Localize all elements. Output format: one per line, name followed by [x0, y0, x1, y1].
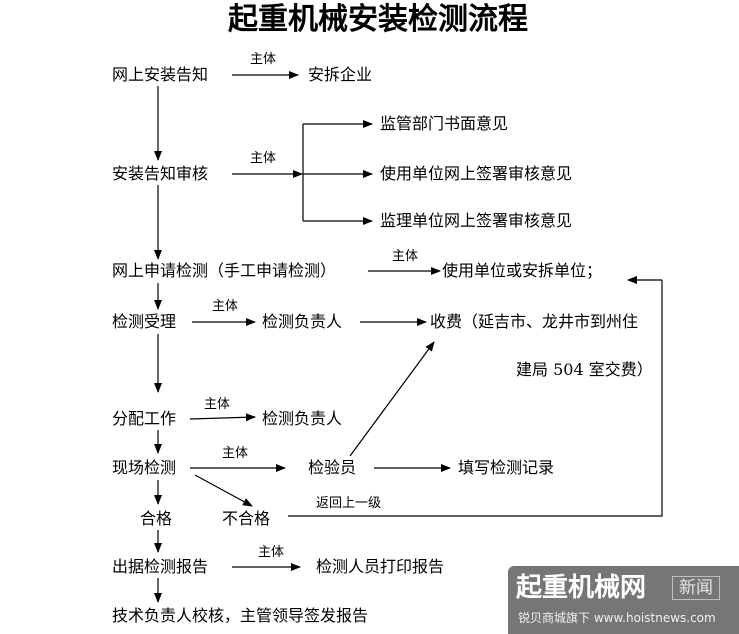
- edge-label-6: 主体: [222, 446, 249, 461]
- node-apply-inspection: 网上申请检测（手工申请检测）: [112, 261, 337, 280]
- node-assign-work: 分配工作: [112, 409, 177, 428]
- node-notice-review: 安装告知审核: [112, 164, 209, 183]
- arrow-diag-fail: [194, 474, 253, 507]
- node-accept-inspection: 检测受理: [112, 312, 177, 331]
- node-inspection-lead: 检测负责人: [262, 312, 343, 331]
- node-supervisor-opinion: 监理单位网上签署审核意见: [380, 211, 573, 230]
- edge-label-4: 主体: [212, 299, 239, 314]
- node-pass: 合格: [140, 509, 173, 528]
- node-print-report: 检测人员打印报告: [316, 557, 445, 576]
- arrow-diag-inspector-fee: [349, 341, 435, 457]
- edge-label-5: 主体: [204, 397, 231, 412]
- edge-label-3: 主体: [392, 249, 419, 264]
- watermark-sub: 锐贝商城旗下 www.hoistnews.com: [518, 611, 716, 625]
- arrow-h-5: [189, 413, 256, 422]
- node-fee-line1: 收费（延吉市、龙井市到州住: [430, 312, 639, 331]
- watermark-brand: 起重机械网: [516, 573, 647, 603]
- node-fill-record: 填写检测记录: [458, 458, 555, 477]
- node-online-notice: 网上安装告知: [112, 65, 209, 84]
- node-issue-report: 出据检测报告: [112, 557, 209, 576]
- edge-label-2: 主体: [250, 151, 277, 166]
- node-onsite-inspection: 现场检测: [112, 458, 177, 477]
- watermark-tag: 新闻: [672, 576, 720, 600]
- node-supervision-opinion: 监管部门书面意见: [380, 114, 509, 133]
- edge-label-7: 主体: [258, 545, 285, 560]
- node-fee-line2: 建局 504 室交费）: [516, 360, 653, 379]
- node-inspection-lead-2: 检测负责人: [262, 409, 343, 428]
- page-title: 起重机械安装检测流程: [228, 2, 528, 37]
- edge-label-return: 返回上一级: [316, 496, 382, 511]
- edge-label-1: 主体: [250, 52, 277, 67]
- return-loop: [288, 280, 663, 517]
- node-installer: 安拆企业: [308, 65, 373, 84]
- node-inspector: 检验员: [308, 458, 357, 477]
- node-fail: 不合格: [222, 509, 271, 528]
- node-user-or-installer: 使用单位或安拆单位；: [442, 261, 603, 280]
- node-review-sign: 技术负责人校核，主管领导签发报告: [112, 606, 369, 625]
- watermark: 起重机械网 新闻 锐贝商城旗下 www.hoistnews.com: [508, 566, 739, 634]
- node-user-opinion: 使用单位网上签署审核意见: [380, 164, 573, 183]
